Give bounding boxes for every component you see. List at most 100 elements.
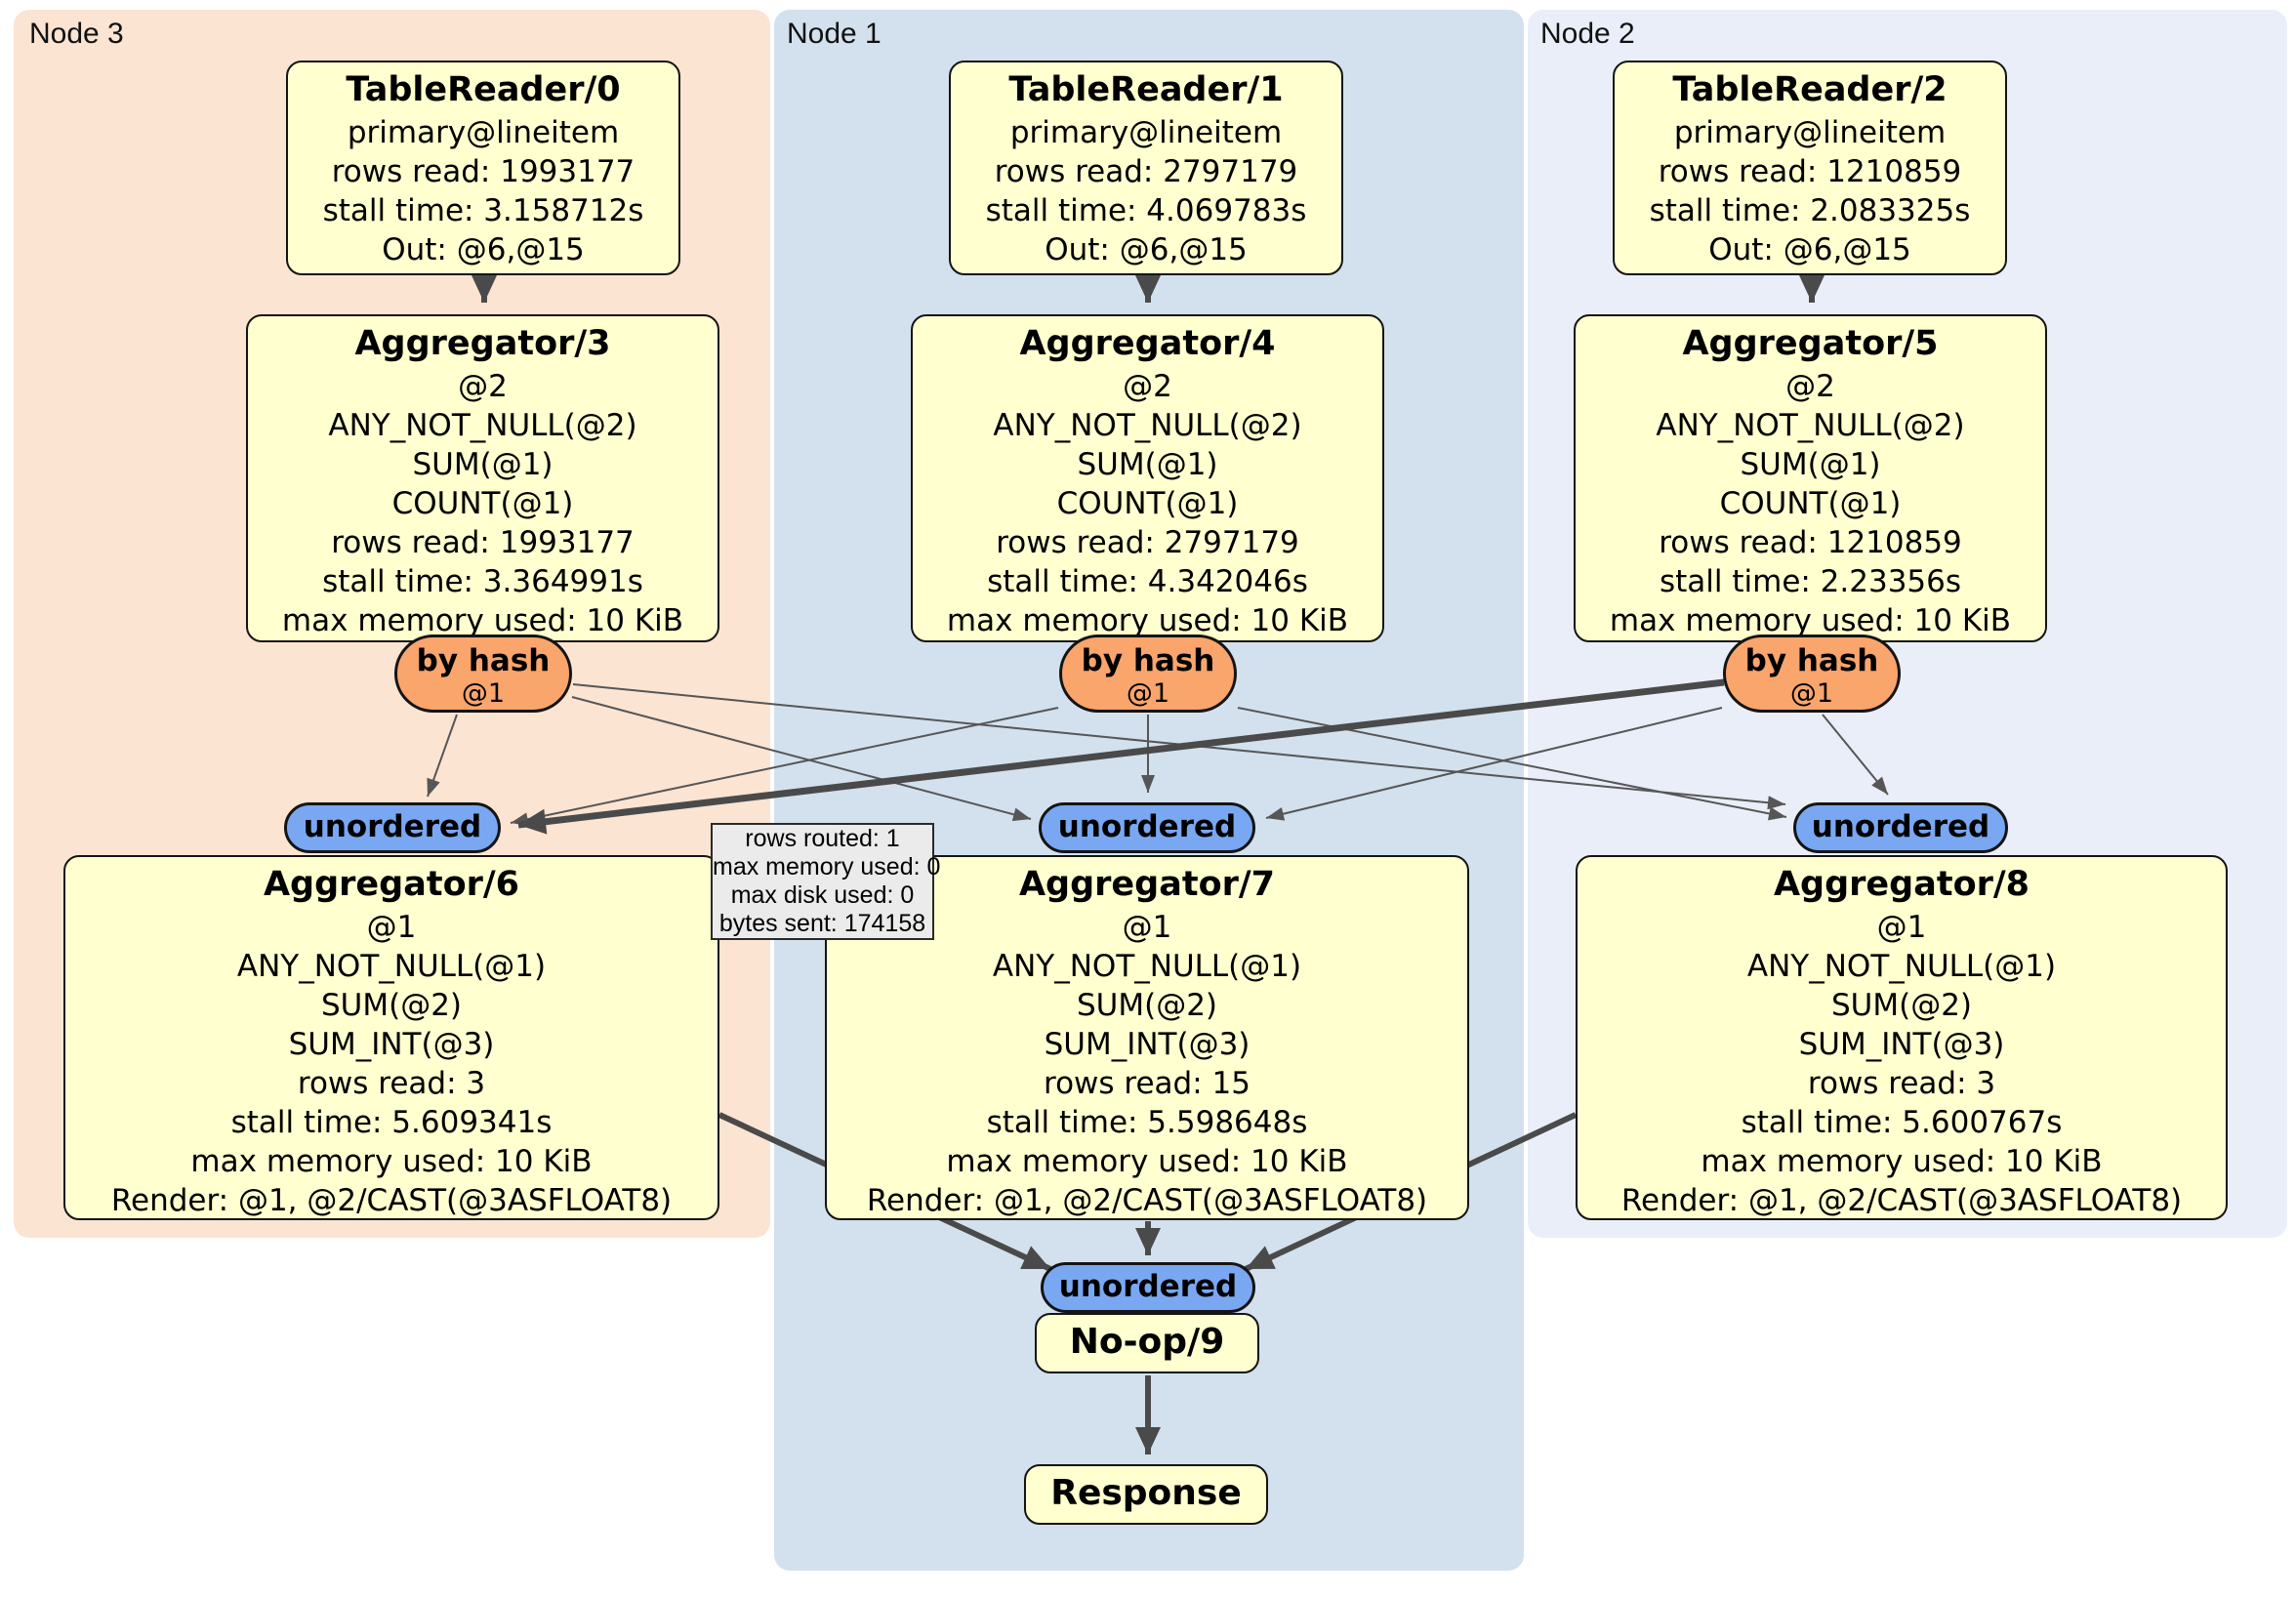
processor-title: Aggregator/4 <box>1019 324 1276 363</box>
detail-line: ANY_NOT_NULL(@1) <box>236 949 547 984</box>
processor-title: Aggregator/5 <box>1682 324 1939 363</box>
edge-hashL-unL <box>427 714 458 798</box>
detail-line: stall time: 4.069783s <box>985 193 1307 228</box>
detail-line: Out: @6,@15 <box>1708 232 1911 267</box>
detail-line: ANY_NOT_NULL(@1) <box>1746 949 2057 984</box>
detail-line: rows routed: 1 <box>745 825 900 852</box>
detail-line: primary@lineitem <box>1673 115 1947 150</box>
detail-line: @2 <box>458 369 508 404</box>
unordered-sync-left: unordered <box>284 802 501 853</box>
detail-line: SUM(@2) <box>320 988 463 1023</box>
detail-line: primary@lineitem <box>1009 115 1283 150</box>
detail-line: @1 <box>1876 910 1927 945</box>
processor-title: TableReader/1 <box>1008 70 1284 109</box>
detail-line: max memory used: 0 <box>713 853 941 880</box>
detail-line: @1 <box>366 910 417 945</box>
detail-line: Out: @6,@15 <box>382 232 585 267</box>
detail-line: COUNT(@1) <box>391 486 574 521</box>
processor-title: TableReader/2 <box>1672 70 1948 109</box>
detail-line: stall time: 3.364991s <box>322 564 643 599</box>
by-hash-router-right: by hash @1 <box>1723 635 1901 713</box>
detail-line: max memory used: 10 KiB <box>1701 1144 2103 1179</box>
detail-line: ANY_NOT_NULL(@2) <box>1656 408 1965 443</box>
detail-line: ANY_NOT_NULL(@2) <box>993 408 1302 443</box>
detail-line: @2 <box>1785 369 1835 404</box>
detail-line: SUM_INT(@3) <box>1798 1027 2005 1062</box>
detail-line: rows read: 2797179 <box>994 154 1298 189</box>
detail-line: rows read: 1993177 <box>331 154 636 189</box>
detail-line: rows read: 3 <box>1807 1066 1996 1101</box>
processor-details: primary@lineitem rows read: 1210859 stall … <box>1615 113 2005 269</box>
router-label: by hash <box>1744 643 1879 678</box>
detail-line: @2 <box>1123 369 1172 404</box>
detail-line: Render: @1, @2/CAST(@3ASFLOAT8) <box>110 1183 673 1218</box>
detail-line: ANY_NOT_NULL(@1) <box>992 949 1302 984</box>
detail-line: SUM(@1) <box>1077 447 1218 482</box>
processor-title: Aggregator/8 <box>1773 865 2030 904</box>
node-3-label: Node 3 <box>29 18 124 50</box>
detail-line: rows read: 1210859 <box>1658 154 1962 189</box>
detail-line: COUNT(@1) <box>1056 486 1239 521</box>
processor-title: Response <box>1050 1473 1242 1513</box>
detail-line: Render: @1, @2/CAST(@3ASFLOAT8) <box>866 1183 1428 1218</box>
router-key: @1 <box>1126 678 1170 709</box>
detail-line: stall time: 2.083325s <box>1649 193 1971 228</box>
detail-line: stall time: 5.609341s <box>230 1105 553 1140</box>
highlighted-edge[interactable] <box>517 678 1725 835</box>
detail-line: @1 <box>1122 910 1172 945</box>
detail-line: SUM_INT(@3) <box>288 1027 495 1062</box>
node-2-label: Node 2 <box>1540 18 1635 50</box>
response-processor: Response <box>1024 1464 1268 1525</box>
detail-line: bytes sent: 174158 <box>718 910 926 937</box>
detail-line: max memory used: 10 KiB <box>946 1144 1348 1179</box>
by-hash-router-middle: by hash @1 <box>1059 635 1237 713</box>
detail-line: max memory used: 10 KiB <box>946 603 1349 638</box>
detail-line: rows read: 1993177 <box>331 525 635 560</box>
detail-line: SUM(@1) <box>412 447 554 482</box>
router-key: @1 <box>1789 678 1834 709</box>
tablereader-1-processor: TableReader/1 primary@lineitem rows read:… <box>949 61 1343 275</box>
unordered-sync-bottom: unordered <box>1041 1262 1255 1313</box>
detail-line: SUM(@1) <box>1740 447 1881 482</box>
detail-line: stall time: 4.342046s <box>987 564 1308 599</box>
detail-line: SUM(@2) <box>1830 988 1973 1023</box>
noop-9-processor: No-op/9 <box>1035 1313 1259 1373</box>
detail-line: max memory used: 10 KiB <box>281 603 684 638</box>
detail-line: ANY_NOT_NULL(@2) <box>328 408 637 443</box>
sync-label: unordered <box>303 809 482 844</box>
sync-label: unordered <box>1811 809 1990 844</box>
processor-title: No-op/9 <box>1069 1322 1225 1362</box>
sync-label: unordered <box>1057 809 1237 844</box>
detail-line: rows read: 1210859 <box>1659 525 1962 560</box>
detail-line: stall time: 5.598648s <box>986 1105 1308 1140</box>
detail-line: SUM_INT(@3) <box>1044 1027 1250 1062</box>
detail-line: stall time: 5.600767s <box>1741 1105 2063 1140</box>
unordered-sync-middle: unordered <box>1039 802 1255 853</box>
detail-line: stall time: 2.23356s <box>1659 564 1962 599</box>
router-label: by hash <box>1081 643 1215 678</box>
processor-title: TableReader/0 <box>346 70 621 109</box>
detail-line: rows read: 15 <box>1044 1066 1250 1101</box>
detail-line: max memory used: 10 KiB <box>190 1144 593 1179</box>
processor-title: Aggregator/7 <box>1018 865 1276 904</box>
detail-line: stall time: 3.158712s <box>322 193 644 228</box>
detail-line: Render: @1, @2/CAST(@3ASFLOAT8) <box>1620 1183 2183 1218</box>
processor-title: Aggregator/3 <box>354 324 611 363</box>
processor-title: Aggregator/6 <box>263 865 520 904</box>
edge-hashR-unR <box>1822 714 1889 796</box>
tablereader-2-processor: TableReader/2 primary@lineitem rows read:… <box>1613 61 2007 275</box>
router-key: @1 <box>461 678 506 709</box>
